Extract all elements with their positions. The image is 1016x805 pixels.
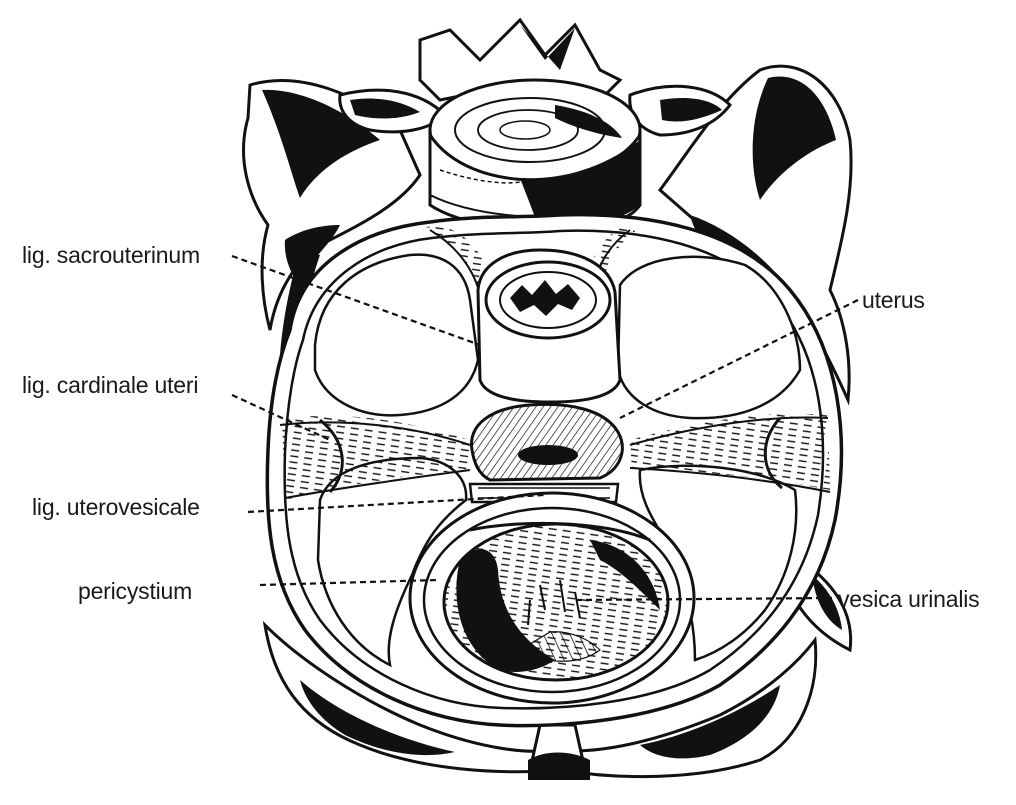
leader-cardinale xyxy=(231,394,331,441)
leader-vesica xyxy=(574,596,833,602)
label-sacrouterinum: lig. sacrouterinum xyxy=(22,242,200,268)
pelvic-spaces xyxy=(313,253,802,668)
bladder xyxy=(408,491,696,705)
sacrum xyxy=(338,17,732,232)
label-cardinale: lig. cardinale uteri xyxy=(22,372,199,398)
rectum xyxy=(476,248,622,404)
cardinal-ligament xyxy=(279,413,831,500)
label-uterus: uterus xyxy=(862,287,925,313)
label-pericystium: pericystium xyxy=(78,578,193,604)
leader-lines xyxy=(231,254,859,602)
uterus-cervix xyxy=(470,402,624,482)
leader-sacrouterinum xyxy=(231,254,481,347)
label-uterovesicale: lig. uterovesicale xyxy=(32,494,200,520)
leader-uterus xyxy=(619,299,859,419)
label-vesica: vesica urinalis xyxy=(838,586,980,612)
